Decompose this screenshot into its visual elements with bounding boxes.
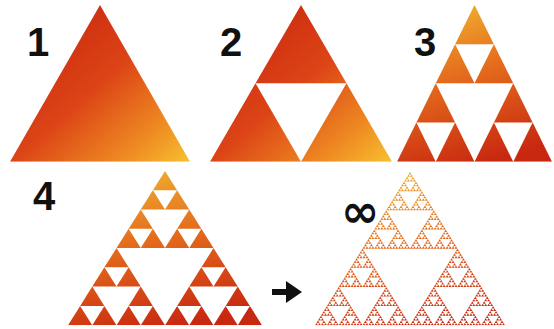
arrow-symbol — [272, 281, 302, 303]
step-number: ∞ — [341, 188, 379, 234]
step-number: 4 — [33, 176, 55, 216]
triangle-step-infinity — [315, 172, 505, 325]
triangle-step-1 — [10, 5, 190, 162]
triangle-step-4 — [68, 171, 262, 325]
step-number: 2 — [220, 22, 242, 62]
triangle-step-2 — [210, 5, 392, 162]
step-number: 1 — [27, 22, 49, 62]
step-number: 3 — [414, 22, 436, 62]
triangle-step-3 — [397, 5, 552, 162]
